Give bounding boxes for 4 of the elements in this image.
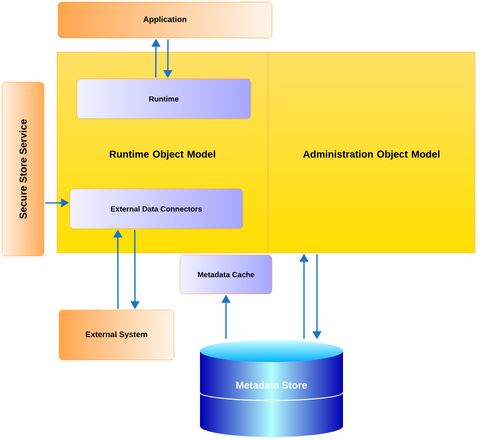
process-box: Secure Store Service xyxy=(2,82,44,256)
process-box: Application xyxy=(58,2,272,38)
process-box: External System xyxy=(58,310,174,360)
panel: Administration Object Model xyxy=(268,52,476,254)
